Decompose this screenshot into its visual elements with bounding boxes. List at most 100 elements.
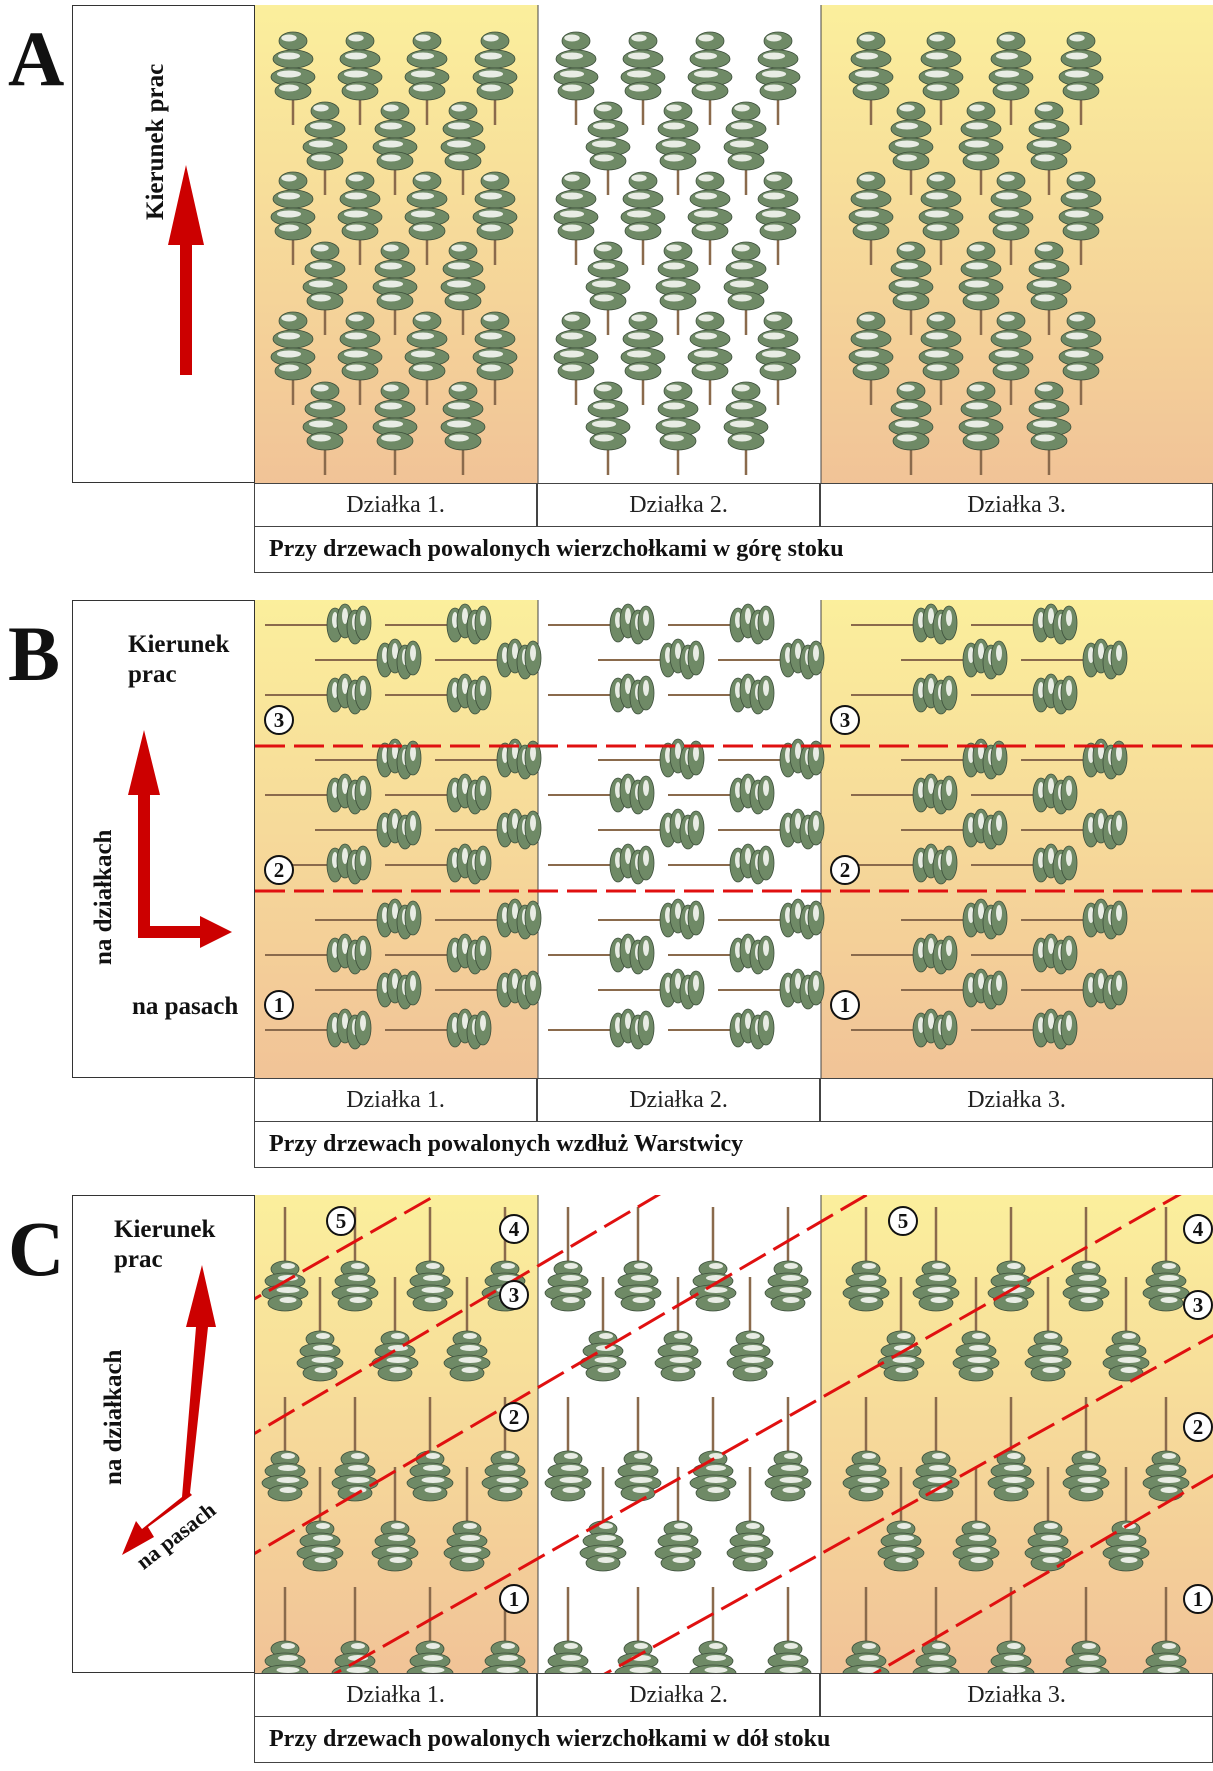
svg-text:1: 1	[509, 1587, 520, 1611]
panel-c: C Kierunek prac na działkach na pasach 5…	[0, 1195, 1213, 1771]
plot-label-1: Działka 1.	[254, 1673, 537, 1717]
tree-icon	[718, 638, 825, 680]
tree-icon	[481, 1397, 529, 1502]
tree-icon	[548, 1008, 655, 1050]
direction-arrow-icon	[168, 165, 204, 375]
svg-text:5: 5	[336, 1209, 347, 1233]
svg-text:2: 2	[509, 1405, 520, 1429]
tree-icon	[952, 1277, 1000, 1382]
tree-icon	[755, 311, 801, 405]
tree-icon	[265, 603, 372, 645]
tree-icon	[435, 808, 542, 850]
tree-icon	[620, 311, 666, 405]
direction-label: Kierunek prac	[114, 1216, 216, 1273]
strip-number-badge: 3	[1183, 1290, 1213, 1320]
tree-icon	[385, 1008, 492, 1050]
strip-number-badge: 3	[499, 1280, 529, 1310]
plot-label-1: Działka 1.	[254, 483, 537, 527]
tree-icon	[385, 843, 492, 885]
tree-icon	[718, 968, 825, 1010]
tree-icon	[723, 101, 769, 195]
tree-icon	[265, 933, 372, 975]
tree-icon	[261, 1397, 309, 1502]
tree-icon	[654, 1277, 702, 1382]
tree-icon	[548, 673, 655, 715]
svg-text:3: 3	[1193, 1293, 1204, 1317]
direction-arrow-icon	[128, 730, 232, 948]
panel-caption: Przy drzewach powalonych wierzchołkami w…	[254, 527, 1213, 573]
tree-icon	[958, 381, 1004, 475]
strip-number-badge: 1	[499, 1584, 529, 1614]
tree-icon	[544, 1397, 592, 1502]
tree-icon	[371, 1467, 419, 1572]
tree-icon	[296, 1467, 344, 1572]
strip-number-badge: 3	[830, 705, 860, 735]
vertical-direction-label: na działkach	[90, 829, 117, 965]
tree-icon	[315, 808, 422, 850]
tree-icon	[848, 31, 894, 125]
tree-icon	[1021, 898, 1128, 940]
tree-icon	[472, 171, 518, 265]
tree-icon	[1062, 1207, 1110, 1312]
tree-icon	[337, 311, 383, 405]
tree-icon	[912, 1587, 960, 1673]
tree-icon	[723, 241, 769, 335]
tree-icon	[440, 381, 486, 475]
svg-text:3: 3	[509, 1283, 520, 1307]
panel-b: B Kierunek prac na działkach na pasach 3…	[0, 600, 1213, 1170]
tree-icon	[655, 381, 701, 475]
panel-caption: Przy drzewach powalonych wzdłuż Warstwic…	[254, 1122, 1213, 1168]
tree-icon	[481, 1587, 529, 1673]
tree-icon	[1142, 1207, 1190, 1312]
tree-icon	[385, 673, 492, 715]
tree-icon	[585, 241, 631, 335]
strip-number-badge: 2	[264, 855, 294, 885]
tree-icon	[296, 1277, 344, 1382]
plot-labels: Działka 1. Działka 2. Działka 3.	[254, 483, 1213, 527]
panel-letter: C	[8, 1205, 65, 1292]
strip-boundary-line	[255, 1195, 440, 1301]
tree-icon	[1102, 1277, 1150, 1382]
strip-number-badge: 4	[499, 1214, 529, 1244]
tree-icon	[440, 101, 486, 195]
tree-icon	[952, 1467, 1000, 1572]
strip-number-badge: 1	[264, 990, 294, 1020]
tree-icon	[901, 968, 1008, 1010]
tree-icon	[988, 171, 1034, 265]
legend: Kierunek prac na działkach na pasach	[72, 600, 254, 1078]
svg-text:5: 5	[898, 1209, 909, 1233]
tree-icon	[1058, 311, 1104, 405]
tree-icon	[901, 808, 1008, 850]
legend: Kierunek prac na działkach na pasach	[72, 1195, 254, 1673]
tree-icon	[668, 773, 775, 815]
strip-boundary-line	[255, 1195, 870, 1556]
tree-icon	[848, 311, 894, 405]
tree-icon	[585, 101, 631, 195]
plots-drawing	[255, 5, 1213, 483]
tree-icon	[1024, 1467, 1072, 1572]
tree-icon	[548, 603, 655, 645]
tree-icon	[988, 311, 1034, 405]
plot-labels: Działka 1. Działka 2. Działka 3.	[254, 1673, 1213, 1717]
svg-text:2: 2	[1193, 1415, 1204, 1439]
tree-icon	[718, 738, 825, 780]
tree-icon	[654, 1467, 702, 1572]
tree-icon	[1102, 1467, 1150, 1572]
tree-icon	[971, 1008, 1078, 1050]
tree-icon	[689, 1397, 737, 1502]
tree-icon	[689, 1207, 737, 1312]
plot-label-3: Działka 3.	[820, 1078, 1213, 1122]
tree-icon	[842, 1207, 890, 1312]
strip-boundary-line	[603, 1333, 1213, 1673]
tree-icon	[912, 1397, 960, 1502]
tree-icon	[406, 1397, 454, 1502]
plot-label-1: Działka 1.	[254, 1078, 537, 1122]
direction-arrow-icon	[122, 1265, 216, 1555]
tree-icon	[331, 1397, 379, 1502]
tree-icon	[404, 311, 450, 405]
tree-icon	[404, 31, 450, 125]
tree-icon	[598, 898, 705, 940]
strip-boundary-line	[255, 1195, 662, 1435]
tree-icon	[718, 898, 825, 940]
tree-icon	[265, 1008, 372, 1050]
